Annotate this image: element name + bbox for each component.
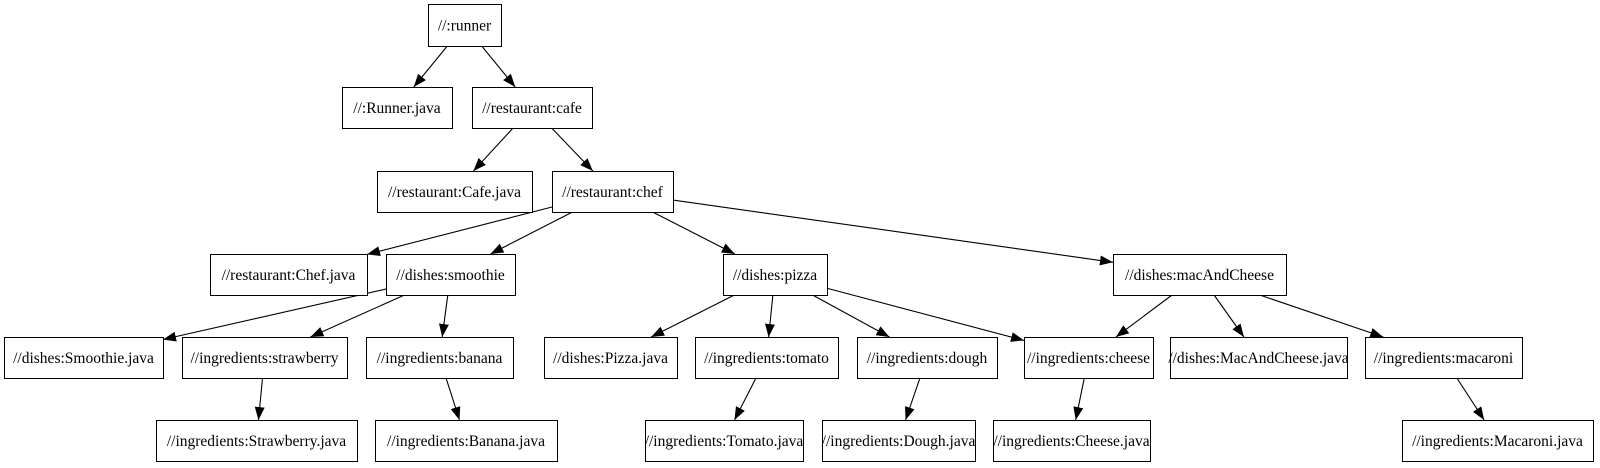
node-label: //ingredients:tomato (704, 350, 829, 367)
node-cheese_java: //ingredients:Cheese.java (993, 420, 1151, 462)
edge-tomato-tomato_java (734, 377, 757, 421)
node-cheese: //ingredients:cheese (1024, 337, 1154, 379)
node-box (342, 87, 453, 129)
edge-smoothie-smoothie_java (162, 288, 387, 342)
edge-macAndCheese-macAndCheese_java (1213, 294, 1245, 338)
edge-pizza-tomato (764, 294, 775, 338)
node-box (1402, 420, 1594, 462)
edge-dough-dough_java (905, 377, 921, 421)
node-box (1024, 337, 1154, 379)
node-macaroni_java: //ingredients:Macaroni.java (1402, 420, 1594, 462)
node-label: //dishes:Smoothie.java (13, 350, 154, 367)
edge-strawberry-strawberry_java (254, 377, 265, 421)
node-pizza_java: //dishes:Pizza.java (544, 337, 678, 379)
node-macAndCheese: //dishes:macAndCheese (1113, 254, 1287, 296)
node-box (182, 337, 348, 379)
node-box (822, 420, 976, 462)
node-box (1113, 254, 1287, 296)
edge-cafe-cafe_java (473, 127, 514, 172)
node-box (1170, 337, 1348, 379)
node-chef_java: //restaurant:Chef.java (210, 254, 368, 296)
node-box (993, 420, 1151, 462)
node-box (4, 337, 164, 379)
edge-macaroni-macaroni_java (1456, 377, 1485, 421)
node-label: //:runner (438, 17, 492, 34)
node-label: //ingredients:Tomato.java (645, 433, 804, 450)
node-label: //restaurant:Chef.java (222, 267, 356, 284)
node-box (428, 4, 502, 47)
node-macaroni: //ingredients:macaroni (1365, 337, 1523, 379)
node-box (723, 254, 828, 296)
node-label: //dishes:pizza (733, 267, 817, 284)
node-cafe: //restaurant:cafe (472, 87, 593, 129)
node-label: //restaurant:chef (562, 184, 664, 201)
node-pizza: //dishes:pizza (723, 254, 828, 296)
node-box (544, 337, 678, 379)
node-strawberry: //ingredients:strawberry (182, 337, 348, 379)
node-banana: //ingredients:banana (366, 337, 514, 379)
node-tomato_java: //ingredients:Tomato.java (645, 420, 804, 462)
edge-chef-macAndCheese (672, 199, 1114, 266)
node-dough_java: //ingredients:Dough.java (822, 420, 976, 462)
edge-runner-runner_java (413, 45, 448, 88)
edge-cheese-cheese_java (1073, 377, 1085, 421)
node-box (1365, 337, 1523, 379)
edge-smoothie-banana (438, 294, 449, 338)
node-macAndCheese_java: //dishes:MacAndCheese.java (1168, 337, 1349, 379)
node-smoothie: //dishes:smoothie (386, 254, 516, 296)
edge-smoothie-strawberry (310, 294, 405, 338)
node-label: //ingredients:cheese (1027, 350, 1150, 367)
node-runner_java: //:Runner.java (342, 87, 453, 129)
node-label: //restaurant:Cafe.java (388, 184, 521, 201)
node-label: //ingredients:Banana.java (387, 433, 545, 450)
edge-chef-smoothie (490, 211, 573, 255)
edge-banana-banana_java (445, 377, 461, 421)
edge-chef-chef_java (366, 206, 553, 257)
node-label: //ingredients:Macaroni.java (1412, 433, 1583, 450)
node-box (377, 171, 533, 213)
node-box (386, 254, 516, 296)
node-label: //dishes:Pizza.java (553, 350, 668, 367)
node-tomato: //ingredients:tomato (695, 337, 839, 379)
edge-cafe-chef (551, 127, 594, 172)
node-box (210, 254, 368, 296)
node-label: //dishes:MacAndCheese.java (1168, 350, 1348, 367)
node-box (695, 337, 839, 379)
edge-macAndCheese-macaroni (1259, 294, 1384, 338)
node-chef: //restaurant:chef (552, 171, 674, 213)
node-label: //ingredients:dough (867, 350, 988, 367)
node-label: //ingredients:strawberry (190, 350, 338, 367)
node-box (472, 87, 593, 129)
node-label: //ingredients:Cheese.java (993, 433, 1149, 450)
node-box (552, 171, 674, 213)
node-label: //ingredients:Dough.java (822, 433, 976, 450)
node-box (156, 420, 358, 462)
edge-runner-cafe (481, 45, 516, 88)
edge-chef-pizza (652, 211, 736, 255)
node-dough: //ingredients:dough (857, 337, 998, 379)
node-label: //ingredients:banana (377, 350, 503, 367)
node-banana_java: //ingredients:Banana.java (375, 420, 558, 462)
node-label: //ingredients:Strawberry.java (167, 433, 346, 450)
node-cafe_java: //restaurant:Cafe.java (377, 171, 533, 213)
node-box (645, 420, 804, 462)
edge-pizza-pizza_java (650, 294, 735, 338)
node-smoothie_java: //dishes:Smoothie.java (4, 337, 164, 379)
node-box (366, 337, 514, 379)
edge-pizza-cheese (826, 287, 1025, 342)
node-runner: //:runner (428, 4, 502, 47)
node-label: //dishes:macAndCheese (1125, 267, 1274, 284)
node-box (857, 337, 998, 379)
node-label: //:Runner.java (353, 100, 441, 117)
node-label: //ingredients:macaroni (1374, 350, 1514, 367)
node-box (375, 420, 558, 462)
node-strawberry_java: //ingredients:Strawberry.java (156, 420, 358, 462)
edge-pizza-dough (812, 294, 890, 338)
edge-macAndCheese-cheese (1115, 294, 1173, 338)
node-label: //restaurant:cafe (482, 100, 582, 117)
node-label: //dishes:smoothie (396, 267, 505, 284)
